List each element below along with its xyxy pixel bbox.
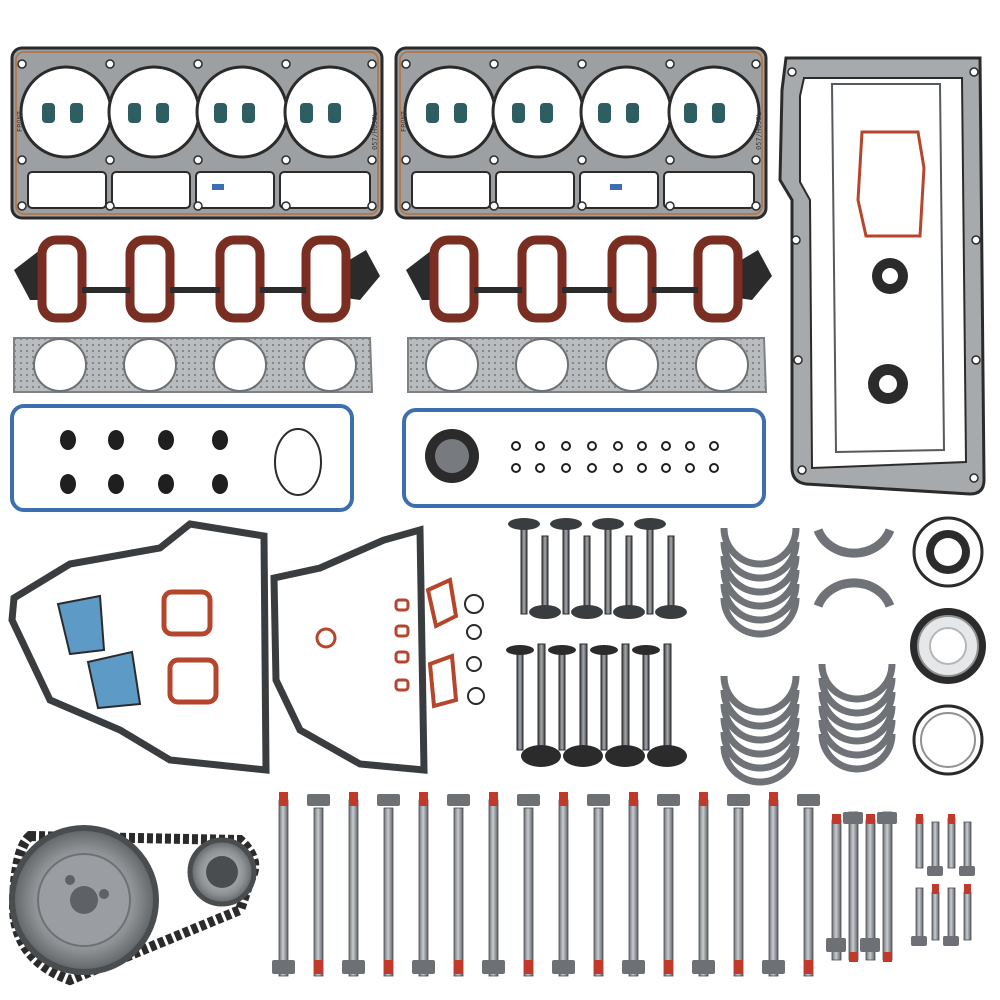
exhaust-gasket-left (13, 337, 374, 393)
thrust-bearings (813, 528, 895, 608)
oil-pan-seal-upper (872, 258, 908, 294)
rod-bearings-upper (720, 527, 800, 638)
timing-chain-set (8, 825, 260, 986)
timing-cover-gasket-right (270, 525, 485, 774)
exhaust-gasket-right (407, 337, 768, 393)
exhaust-valves (506, 643, 687, 767)
main-bearings (818, 663, 896, 773)
head-gasket-right-part-stamp: 057/H053L (755, 112, 763, 150)
crank-seal-ring (912, 704, 984, 776)
head-gasket-right-front-stamp: FRONT (400, 110, 408, 132)
rear-main-seal (912, 516, 984, 588)
intake-gasket-right (406, 235, 772, 323)
rod-bearings-lower (720, 675, 800, 786)
short-bolts (911, 814, 975, 946)
intake-valves (508, 518, 687, 619)
head-gasket-left-part-stamp: 057/H053L (371, 112, 379, 150)
valve-cover-gasket-left (10, 404, 354, 512)
oil-pan-seal-lower (868, 364, 908, 404)
head-gasket-left-front-stamp: FRONT (16, 110, 24, 132)
head-gasket-left: FRONT 057/H053L (10, 46, 384, 220)
head-bolts-long (272, 792, 820, 977)
valve-cover-gasket-right (402, 408, 766, 508)
oil-pan-gasket (778, 56, 986, 496)
timing-cover-gasket-left (8, 520, 270, 774)
front-main-seal (910, 608, 986, 684)
head-bolts-medium (826, 811, 897, 962)
intake-gasket-left (14, 235, 380, 323)
head-gasket-right: FRONT 057/H053L (394, 46, 768, 220)
